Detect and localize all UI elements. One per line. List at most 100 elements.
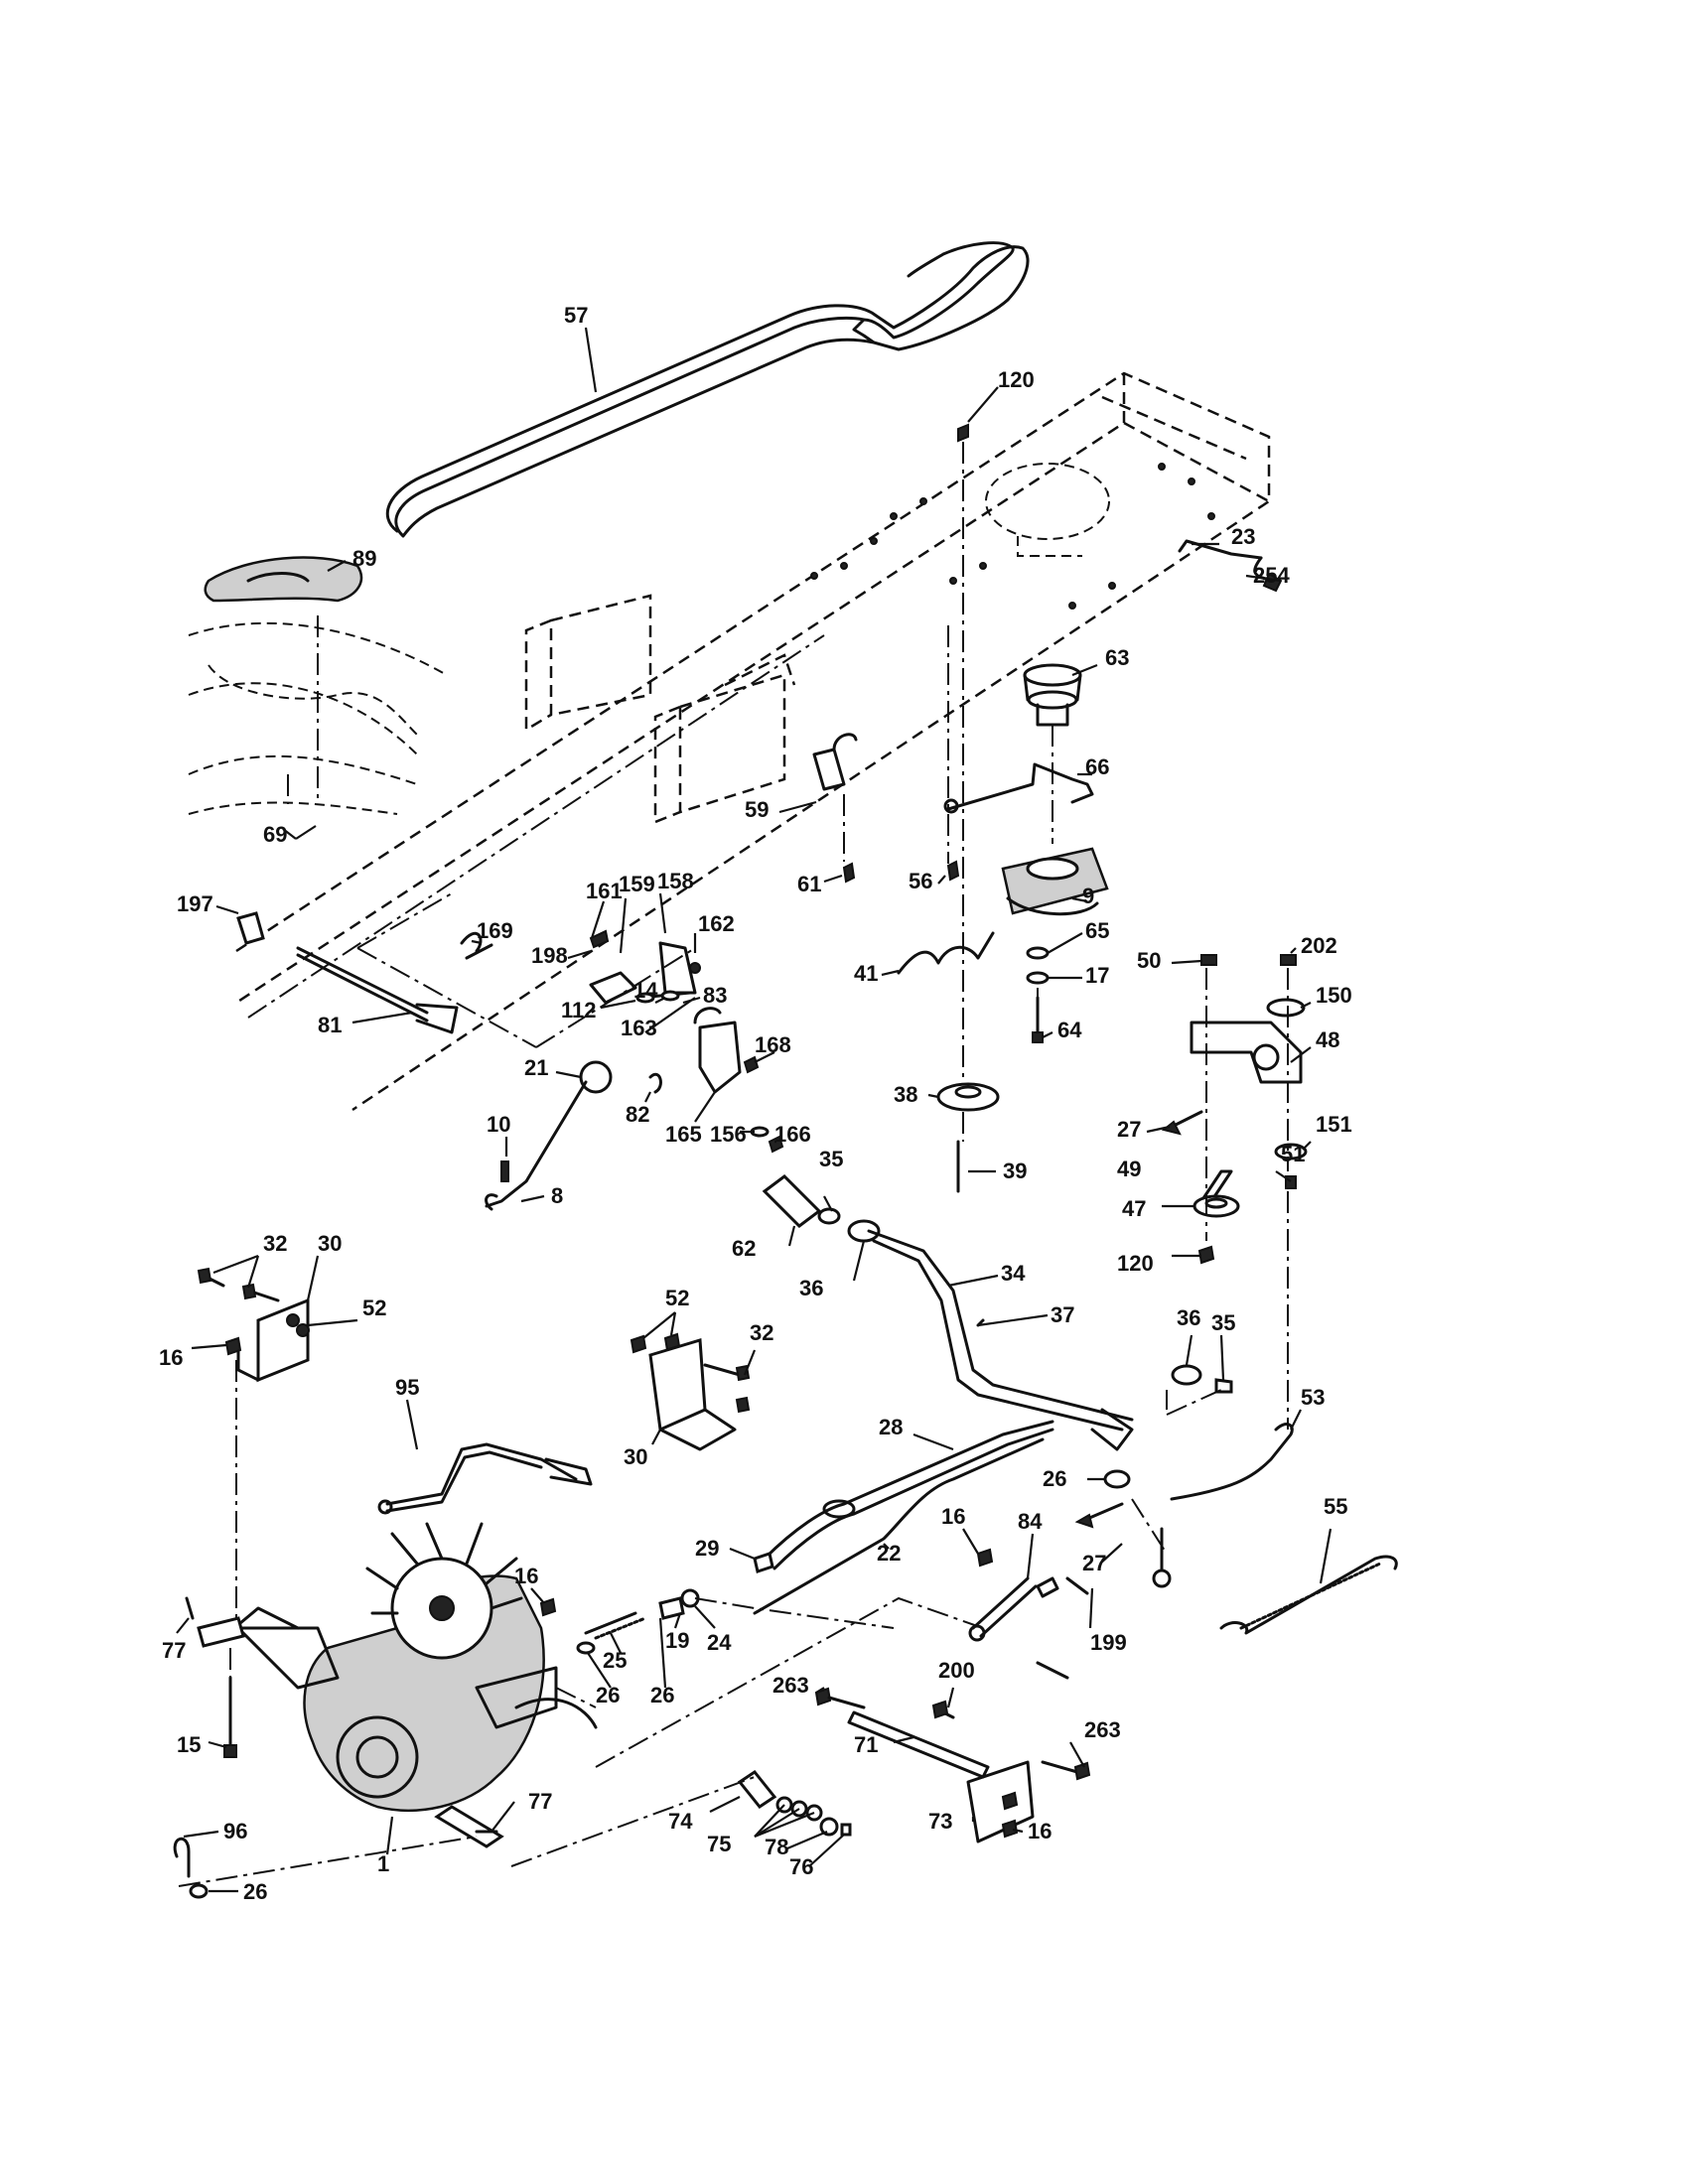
callout-24: 24: [707, 1630, 732, 1655]
callout-16: 16: [514, 1564, 538, 1588]
callout-64: 64: [1057, 1018, 1082, 1042]
callout-83: 83: [703, 983, 727, 1008]
callout-15: 15: [177, 1732, 201, 1757]
callout-120: 120: [1117, 1251, 1154, 1276]
callout-151: 151: [1316, 1112, 1352, 1137]
callout-263: 263: [1084, 1717, 1121, 1742]
callout-75: 75: [707, 1832, 731, 1856]
callout-9: 9: [1082, 884, 1094, 908]
callout-25: 25: [603, 1648, 627, 1673]
callout-77: 77: [162, 1638, 186, 1663]
callout-51: 51: [1281, 1142, 1305, 1166]
callout-158: 158: [657, 869, 694, 893]
callout-81: 81: [318, 1013, 342, 1037]
callout-71: 71: [854, 1732, 878, 1757]
callout-16: 16: [1028, 1819, 1052, 1843]
callout-199: 199: [1090, 1630, 1127, 1655]
callout-32: 32: [750, 1320, 773, 1345]
callout-168: 168: [755, 1032, 791, 1057]
callout-163: 163: [621, 1016, 657, 1040]
callout-198: 198: [531, 943, 568, 968]
callout-36: 36: [1177, 1305, 1200, 1330]
callout-27: 27: [1082, 1551, 1106, 1575]
callout-35: 35: [819, 1147, 843, 1171]
callout-49: 49: [1117, 1157, 1141, 1181]
callout-48: 48: [1316, 1027, 1339, 1052]
callout-23: 23: [1231, 524, 1255, 549]
callout-labels: 57 120 89 23 254 63 66 59 69 61 56 9 161…: [159, 303, 1352, 1904]
callout-73: 73: [928, 1809, 952, 1834]
callout-19: 19: [665, 1628, 689, 1653]
callout-200: 200: [938, 1658, 975, 1683]
callout-62: 62: [732, 1236, 756, 1261]
callout-254: 254: [1253, 563, 1290, 588]
callout-63: 63: [1105, 645, 1129, 670]
callout-34: 34: [1001, 1261, 1026, 1286]
callout-56: 56: [909, 869, 932, 893]
drive-belt: [385, 241, 1030, 538]
callout-162: 162: [698, 911, 735, 936]
callout-76: 76: [789, 1854, 813, 1879]
callout-165: 165: [665, 1122, 702, 1147]
callout-21: 21: [524, 1055, 548, 1080]
callout-47: 47: [1122, 1196, 1146, 1221]
callout-26: 26: [596, 1683, 620, 1707]
seat-pan: [204, 556, 363, 603]
callout-17: 17: [1085, 963, 1109, 988]
callout-57: 57: [564, 303, 588, 328]
callout-55: 55: [1324, 1494, 1347, 1519]
callout-52: 52: [362, 1296, 386, 1320]
callout-50: 50: [1137, 948, 1161, 973]
callout-16: 16: [941, 1504, 965, 1529]
callout-74: 74: [668, 1809, 693, 1834]
callout-96: 96: [223, 1819, 247, 1843]
callout-197: 197: [177, 891, 213, 916]
callout-169: 169: [477, 918, 513, 943]
callout-29: 29: [695, 1536, 719, 1561]
callout-8: 8: [551, 1183, 563, 1208]
assembly-guide-lines: [178, 442, 1289, 1887]
callout-156: 156: [710, 1122, 747, 1147]
callout-30: 30: [318, 1231, 342, 1256]
callout-202: 202: [1301, 933, 1337, 958]
callout-112: 112: [561, 998, 597, 1023]
callout-150: 150: [1316, 983, 1352, 1008]
callout-159: 159: [619, 872, 655, 896]
callout-32: 32: [263, 1231, 287, 1256]
callout-leaders: [176, 327, 1333, 1893]
callout-16: 16: [159, 1345, 183, 1370]
callout-22: 22: [877, 1541, 901, 1566]
callout-28: 28: [879, 1415, 903, 1439]
callout-65: 65: [1085, 918, 1109, 943]
component-drawings: [173, 423, 1398, 1899]
callout-66: 66: [1085, 754, 1109, 779]
tractor-frame: [188, 371, 1271, 1112]
callout-120: 120: [998, 367, 1035, 392]
callout-53: 53: [1301, 1385, 1325, 1410]
callout-84: 84: [1018, 1509, 1043, 1534]
callout-39: 39: [1003, 1159, 1027, 1183]
callout-69: 69: [263, 822, 287, 847]
callout-95: 95: [395, 1375, 419, 1400]
callout-78: 78: [765, 1835, 788, 1859]
callout-77: 77: [528, 1789, 552, 1814]
callout-14: 14: [633, 978, 658, 1003]
callout-263: 263: [772, 1673, 809, 1698]
callout-161: 161: [586, 879, 623, 903]
callout-37: 37: [1051, 1302, 1074, 1327]
transaxle-assembly: [197, 1522, 598, 1848]
callout-35: 35: [1211, 1310, 1235, 1335]
callout-41: 41: [854, 961, 878, 986]
callout-30: 30: [624, 1444, 647, 1469]
callout-166: 166: [774, 1122, 811, 1147]
callout-89: 89: [352, 546, 376, 571]
callout-52: 52: [665, 1286, 689, 1310]
callout-10: 10: [487, 1112, 510, 1137]
callout-61: 61: [797, 872, 821, 896]
callout-82: 82: [626, 1102, 649, 1127]
callout-26: 26: [1043, 1466, 1066, 1491]
callout-26: 26: [650, 1683, 674, 1707]
callout-26: 26: [243, 1879, 267, 1904]
callout-1: 1: [377, 1851, 389, 1876]
